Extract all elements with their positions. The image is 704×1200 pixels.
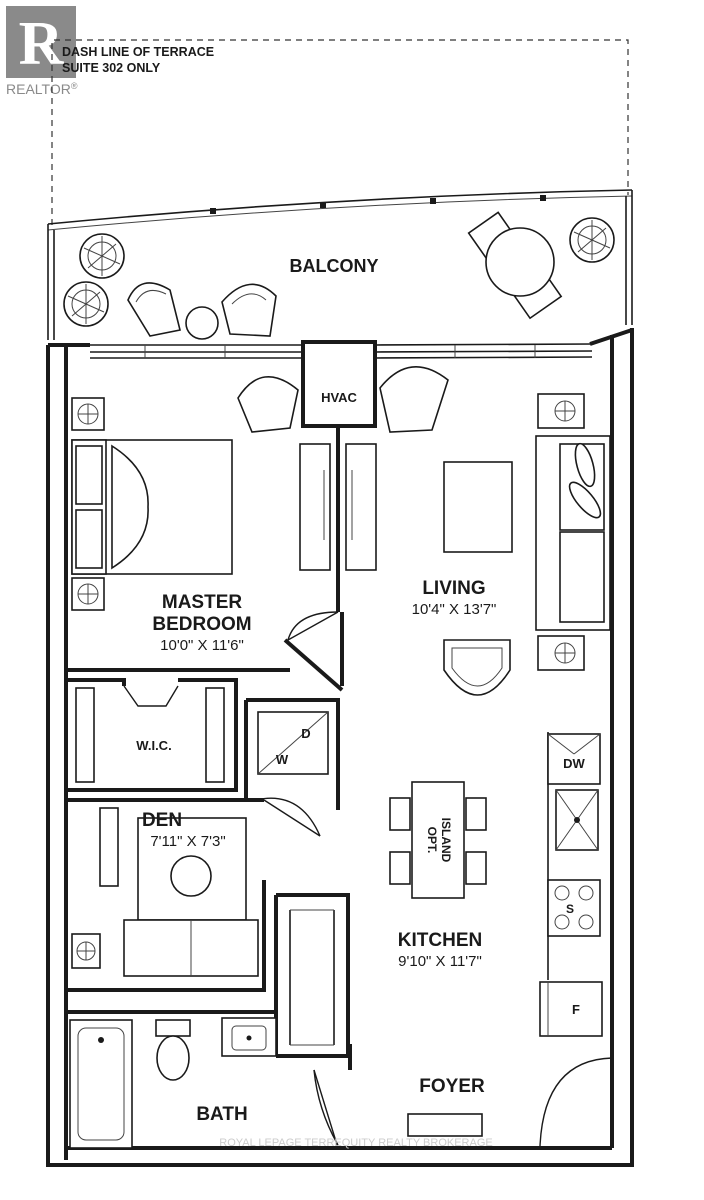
realtor-logo: R REALTOR®	[6, 6, 78, 97]
exterior-walls	[46, 328, 634, 1167]
foyer-bench	[407, 1113, 483, 1137]
bathtub	[69, 1019, 133, 1149]
balcony-chair	[221, 283, 277, 337]
living-chair	[379, 366, 449, 433]
toilet	[155, 1019, 191, 1081]
stove	[547, 879, 601, 937]
coffee-table	[443, 461, 513, 553]
kitchen-island	[411, 781, 465, 899]
bedroom-chair	[237, 376, 299, 433]
realtor-brand-text: REALTOR®	[6, 81, 78, 97]
fridge	[539, 981, 603, 1037]
balcony-railing	[47, 189, 633, 340]
sofa	[535, 435, 611, 631]
brokerage-watermark: ROYAL LEPAGE TERREQUITY REALTY BROKERAGE	[219, 1137, 492, 1149]
plant-icon	[79, 233, 125, 279]
balcony-side-table	[185, 306, 219, 340]
bedroom-door	[287, 611, 339, 641]
terrace-note-line1: DASH LINE OF TERRACE	[62, 45, 214, 59]
entry-door	[539, 1057, 613, 1147]
interior-walls	[66, 426, 352, 1070]
foyer-label: FOYER	[419, 1076, 485, 1097]
kitchen-sink	[555, 789, 599, 851]
side-table-lamp	[537, 393, 585, 429]
hvac-closet	[301, 340, 377, 428]
kitchen-dims: 9'10" X 11'7"	[398, 953, 482, 970]
den-sofa	[123, 919, 259, 977]
balcony-chair	[127, 282, 181, 337]
living-dims: 10'4" X 13'7"	[412, 601, 497, 618]
living-label: LIVING	[422, 578, 485, 599]
balcony-label: BALCONY	[290, 256, 379, 276]
den-label: DEN	[142, 810, 182, 831]
wardrobe	[299, 443, 331, 571]
den-lamp	[71, 933, 101, 969]
bar-stool	[389, 797, 487, 885]
plant-icon	[63, 281, 109, 327]
living-armchair	[443, 639, 511, 696]
tv-unit	[345, 443, 377, 571]
master-bedroom-label-line1: MASTER	[162, 592, 243, 613]
dishwasher-label: DW	[563, 756, 585, 771]
balcony-dining-set	[467, 211, 563, 320]
wic-shelf	[75, 687, 95, 783]
fridge-label: F	[572, 1002, 580, 1017]
terrace-dash-outline	[51, 39, 629, 225]
den-ottoman	[170, 855, 212, 897]
window-wall	[90, 343, 593, 359]
kitchen-label: KITCHEN	[398, 930, 482, 951]
plant-icon	[569, 217, 615, 263]
stove-label: S	[566, 902, 574, 916]
master-bedroom-dims: 10'0" X 11'6"	[160, 637, 244, 654]
washer-dryer-stack	[257, 711, 329, 775]
den-dims: 7'11" X 7'3"	[150, 833, 225, 850]
bath-label: BATH	[196, 1104, 247, 1125]
master-bedroom-label-line2: BEDROOM	[152, 614, 251, 635]
vanity-sink	[221, 1017, 277, 1057]
nightstand-lamp	[71, 397, 105, 431]
realtor-logo-letter: R	[19, 10, 65, 78]
dryer-label: D	[301, 726, 310, 741]
side-table-lamp	[537, 635, 585, 671]
wic-label: W.I.C.	[136, 738, 171, 753]
pantry-shelving	[289, 909, 335, 1046]
island-label-line2: ISLAND	[439, 818, 453, 863]
wic-door	[123, 685, 179, 707]
nightstand-lamp	[71, 577, 105, 611]
bed	[71, 439, 233, 575]
den-desk	[99, 807, 119, 887]
washer-label: W	[276, 752, 289, 767]
den-door	[255, 797, 321, 837]
terrace-note-line2: SUITE 302 ONLY	[62, 61, 161, 75]
hvac-label: HVAC	[321, 390, 357, 405]
kitchen-counter	[547, 732, 601, 980]
island-label-line1: OPT.	[425, 827, 439, 854]
wic-shelf	[205, 687, 225, 783]
